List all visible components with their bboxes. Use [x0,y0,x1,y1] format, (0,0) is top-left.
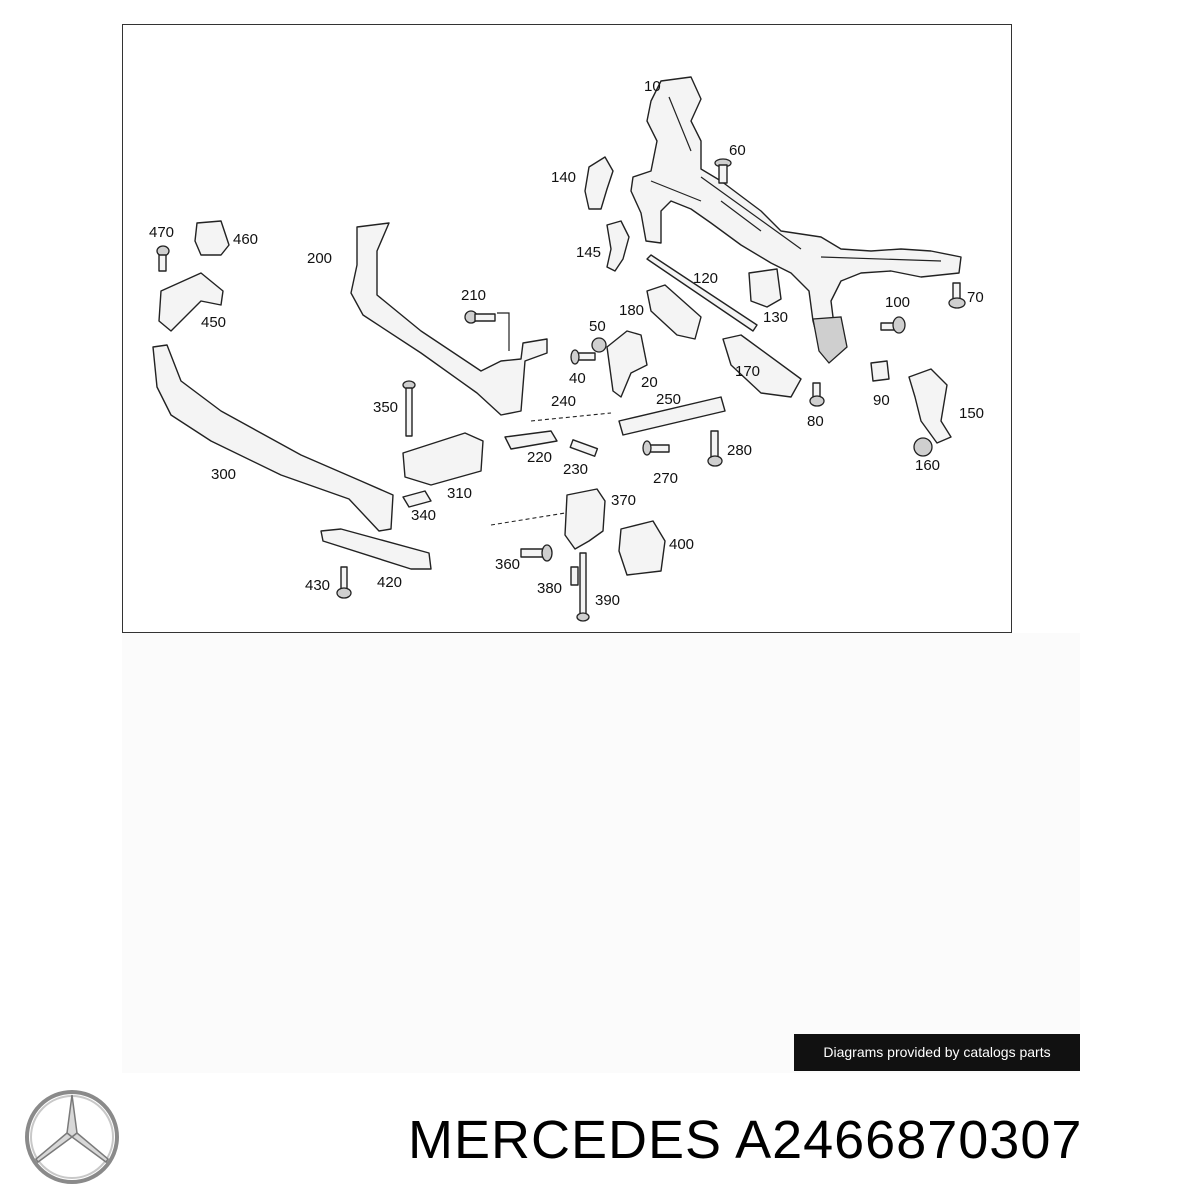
part-200-crossmember [350,222,548,416]
part-130-bracket [748,268,782,308]
part-250-bar [618,396,726,436]
part-450-bracket [158,272,224,332]
part-370-bracket [564,488,606,550]
callout-380: 380 [537,580,562,597]
callout-220: 220 [527,449,552,466]
part-400-cover [618,520,666,576]
callout-360: 360 [495,556,520,573]
callout-40: 40 [569,370,586,387]
part-420-absorber [320,528,432,570]
callout-270: 270 [653,470,678,487]
callout-120: 120 [693,270,718,287]
lower-background [122,633,1080,1073]
part-20-lock-bracket [606,330,648,398]
part-390-bolt [576,552,590,622]
part-380-bolt [570,566,579,586]
part-160-nut [913,437,933,457]
part-360-bolt [520,544,553,562]
callout-80: 80 [807,413,824,430]
part-180-bracket [646,284,702,340]
part-280-bolt [707,430,723,467]
part-120-seal [646,254,758,332]
part-300-bumper-beam [152,344,394,532]
part-340-plate [402,490,432,508]
parts-diagram: 10 60 140 145 120 130 70 100 90 150 160 … [122,24,1012,633]
part-40-bolt [570,349,596,365]
part-70-bolt [948,282,966,309]
part-90-clip [870,360,890,382]
callout-50: 50 [589,318,606,335]
callout-300: 300 [211,466,236,483]
callout-430: 430 [305,577,330,594]
callout-140: 140 [551,169,576,186]
part-100-bolt [880,316,906,334]
part-title: MERCEDES A2466870307 [408,1110,1083,1170]
callout-100: 100 [885,294,910,311]
callout-460: 460 [233,231,258,248]
part-170-air-guide [722,334,802,398]
callout-420: 420 [377,574,402,591]
callout-390: 390 [595,592,620,609]
part-150-bracket [908,368,952,444]
callout-230: 230 [563,461,588,478]
callout-150: 150 [959,405,984,422]
callout-470: 470 [149,224,174,241]
part-460-mount [194,220,230,256]
part-50-bolt [591,337,607,353]
callout-280: 280 [727,442,752,459]
callout-130: 130 [763,309,788,326]
part-270-bolt [642,440,670,456]
callout-20: 20 [641,374,658,391]
callout-10: 10 [644,78,661,95]
callout-250: 250 [656,391,681,408]
part-210-bolt [464,310,496,324]
callout-370: 370 [611,492,636,509]
part-350-bolt [402,380,416,437]
callout-160: 160 [915,457,940,474]
mercedes-star-icon [22,1087,122,1187]
callout-90: 90 [873,392,890,409]
callout-340: 340 [411,507,436,524]
callout-145: 145 [576,244,601,261]
part-470-bolt [156,245,170,272]
callout-240: 240 [551,393,576,410]
part-310-bracket [402,432,484,486]
callout-180: 180 [619,302,644,319]
part-145-bracket [606,220,630,272]
callout-450: 450 [201,314,226,331]
part-230-bolt [569,439,599,457]
part-220-plate [504,430,558,450]
callout-400: 400 [669,536,694,553]
callout-200: 200 [307,250,332,267]
callout-210: 210 [461,287,486,304]
part-60-screw [714,158,732,184]
part-430-bolt [336,566,352,599]
part-10-front-carrier [630,76,962,364]
callout-350: 350 [373,399,398,416]
credit-badge: Diagrams provided by catalogs parts [794,1034,1080,1071]
callout-70: 70 [967,289,984,306]
callout-310: 310 [447,485,472,502]
callout-60: 60 [729,142,746,159]
callout-170: 170 [735,363,760,380]
parts-diagram-drawing: 10 60 140 145 120 130 70 100 90 150 160 … [149,76,984,622]
part-140-bracket [584,156,614,210]
part-80-bolt [809,382,825,407]
